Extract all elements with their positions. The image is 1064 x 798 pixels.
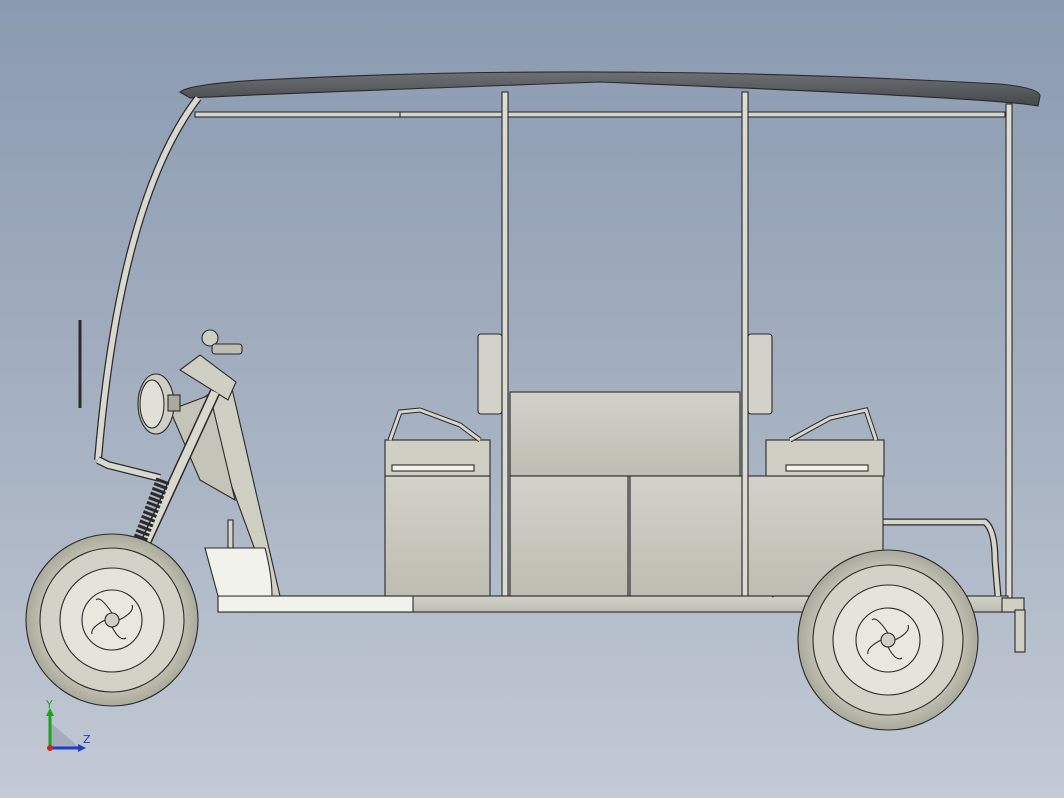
rear-wheel bbox=[797, 549, 979, 731]
front-body bbox=[169, 379, 281, 597]
y-axis-label: Y bbox=[46, 698, 53, 711]
seat-backrests bbox=[477, 333, 773, 415]
axis-triad: Y Z bbox=[40, 698, 100, 760]
roof-canopy bbox=[179, 71, 1041, 107]
front-wheel bbox=[25, 533, 199, 707]
triad-icon bbox=[46, 708, 86, 752]
roof-rails bbox=[194, 111, 1006, 118]
passenger-seats bbox=[384, 407, 885, 477]
z-axis-label: Z bbox=[83, 733, 91, 746]
handlebar bbox=[179, 329, 243, 401]
headlight bbox=[137, 373, 181, 435]
front-frame-tube bbox=[94, 95, 202, 482]
body-panel bbox=[384, 391, 884, 597]
